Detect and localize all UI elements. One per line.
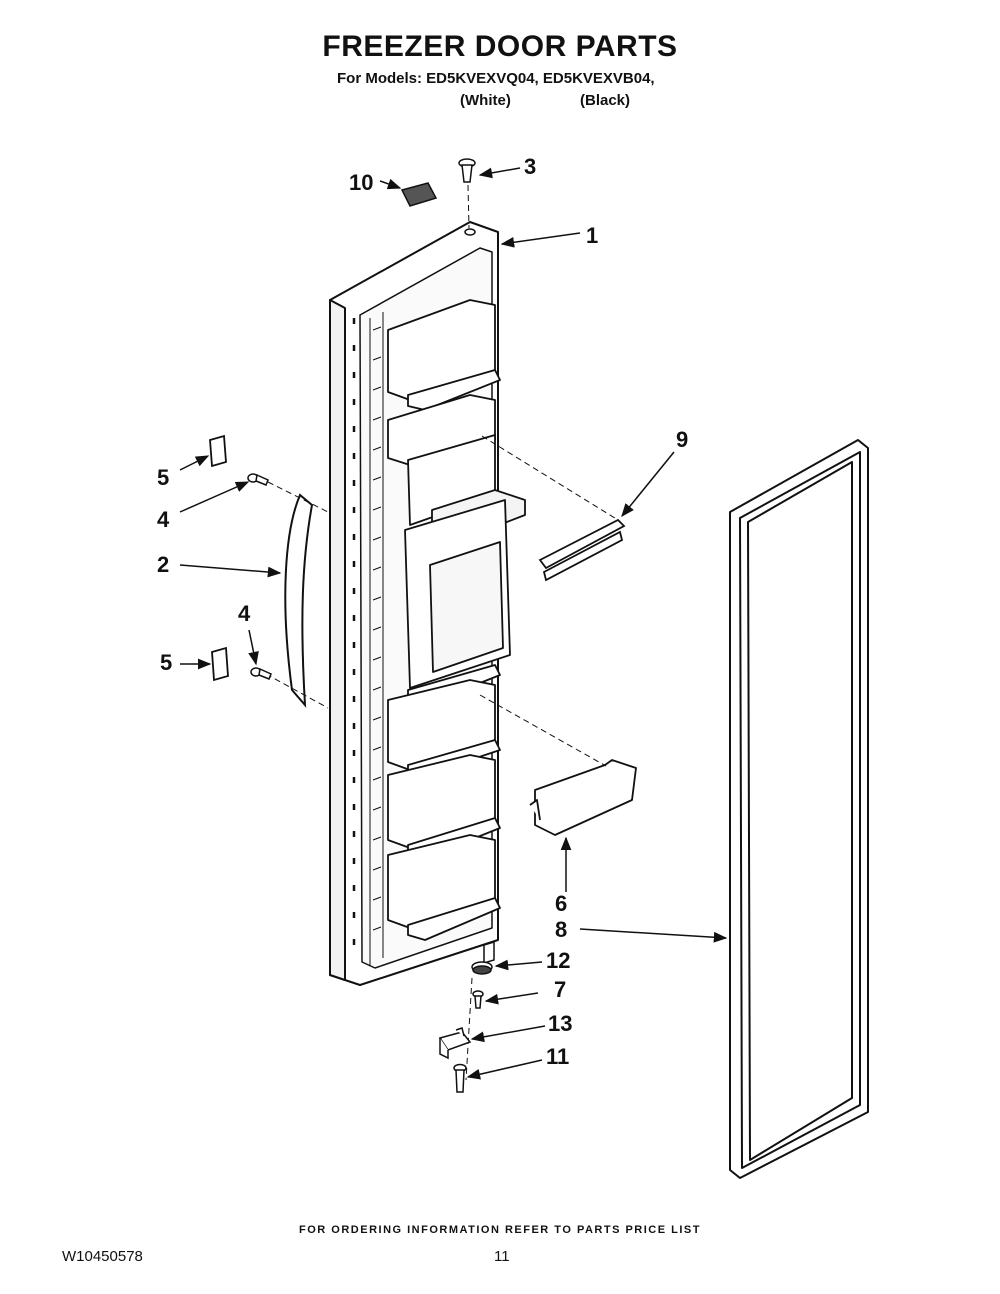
door-shelves xyxy=(387,299,501,941)
hinge-pin-top xyxy=(458,158,476,183)
handle xyxy=(284,493,314,708)
callout-1: 1 xyxy=(586,223,598,248)
page-number: 11 xyxy=(494,1248,510,1265)
hinge-pin-dash xyxy=(467,184,470,229)
lower-hinge-bracket xyxy=(438,1027,472,1060)
callout-5-upper: 5 xyxy=(157,465,169,490)
callout-6: 6 xyxy=(555,891,567,916)
callout-4-lower: 4 xyxy=(238,601,251,626)
callout-8: 8 xyxy=(555,917,567,942)
door-bin xyxy=(529,759,637,836)
ordering-note: FOR ORDERING INFORMATION REFER TO PARTS … xyxy=(299,1224,701,1236)
callout-7: 7 xyxy=(554,977,566,1002)
hinge-bushing xyxy=(471,940,495,975)
callout-11: 11 xyxy=(546,1044,569,1069)
door-gasket xyxy=(729,439,869,1179)
callout-10: 10 xyxy=(349,170,373,195)
shelf-rail xyxy=(538,518,626,582)
callout-13: 13 xyxy=(548,1011,572,1036)
leader-lines xyxy=(179,167,728,1080)
shelf-rail-dash xyxy=(481,435,619,521)
page-title: FREEZER DOOR PARTS xyxy=(322,30,678,63)
handle-dash-bottom xyxy=(265,673,329,709)
callout-9: 9 xyxy=(676,427,688,452)
color-white-label: (White) xyxy=(460,92,511,109)
end-cap-bottom xyxy=(211,646,229,682)
hinge-hole xyxy=(464,228,476,236)
handle-dash-top xyxy=(267,481,329,513)
callout-12: 12 xyxy=(546,948,570,973)
callout-2: 2 xyxy=(157,552,169,577)
end-cap-top xyxy=(209,434,227,468)
bin-dash xyxy=(479,694,607,767)
handle-screw-bottom xyxy=(250,667,272,680)
gasket-texture xyxy=(372,326,382,931)
lower-hinge-dash xyxy=(465,977,473,1081)
document-number: W10450578 xyxy=(62,1248,143,1265)
hinge-screw-large xyxy=(453,1063,467,1093)
color-black-label: (Black) xyxy=(580,92,631,109)
hinge-screw-small xyxy=(472,990,484,1009)
dispenser-housing xyxy=(404,434,526,689)
callout-4-upper: 4 xyxy=(157,507,170,532)
callout-5-lower: 5 xyxy=(160,650,172,675)
models-line: For Models: ED5KVEXVQ04, ED5KVEXVB04, xyxy=(337,70,655,87)
callout-3: 3 xyxy=(524,154,536,179)
handle-screw-top xyxy=(247,473,269,486)
hinge-cover xyxy=(400,182,438,207)
